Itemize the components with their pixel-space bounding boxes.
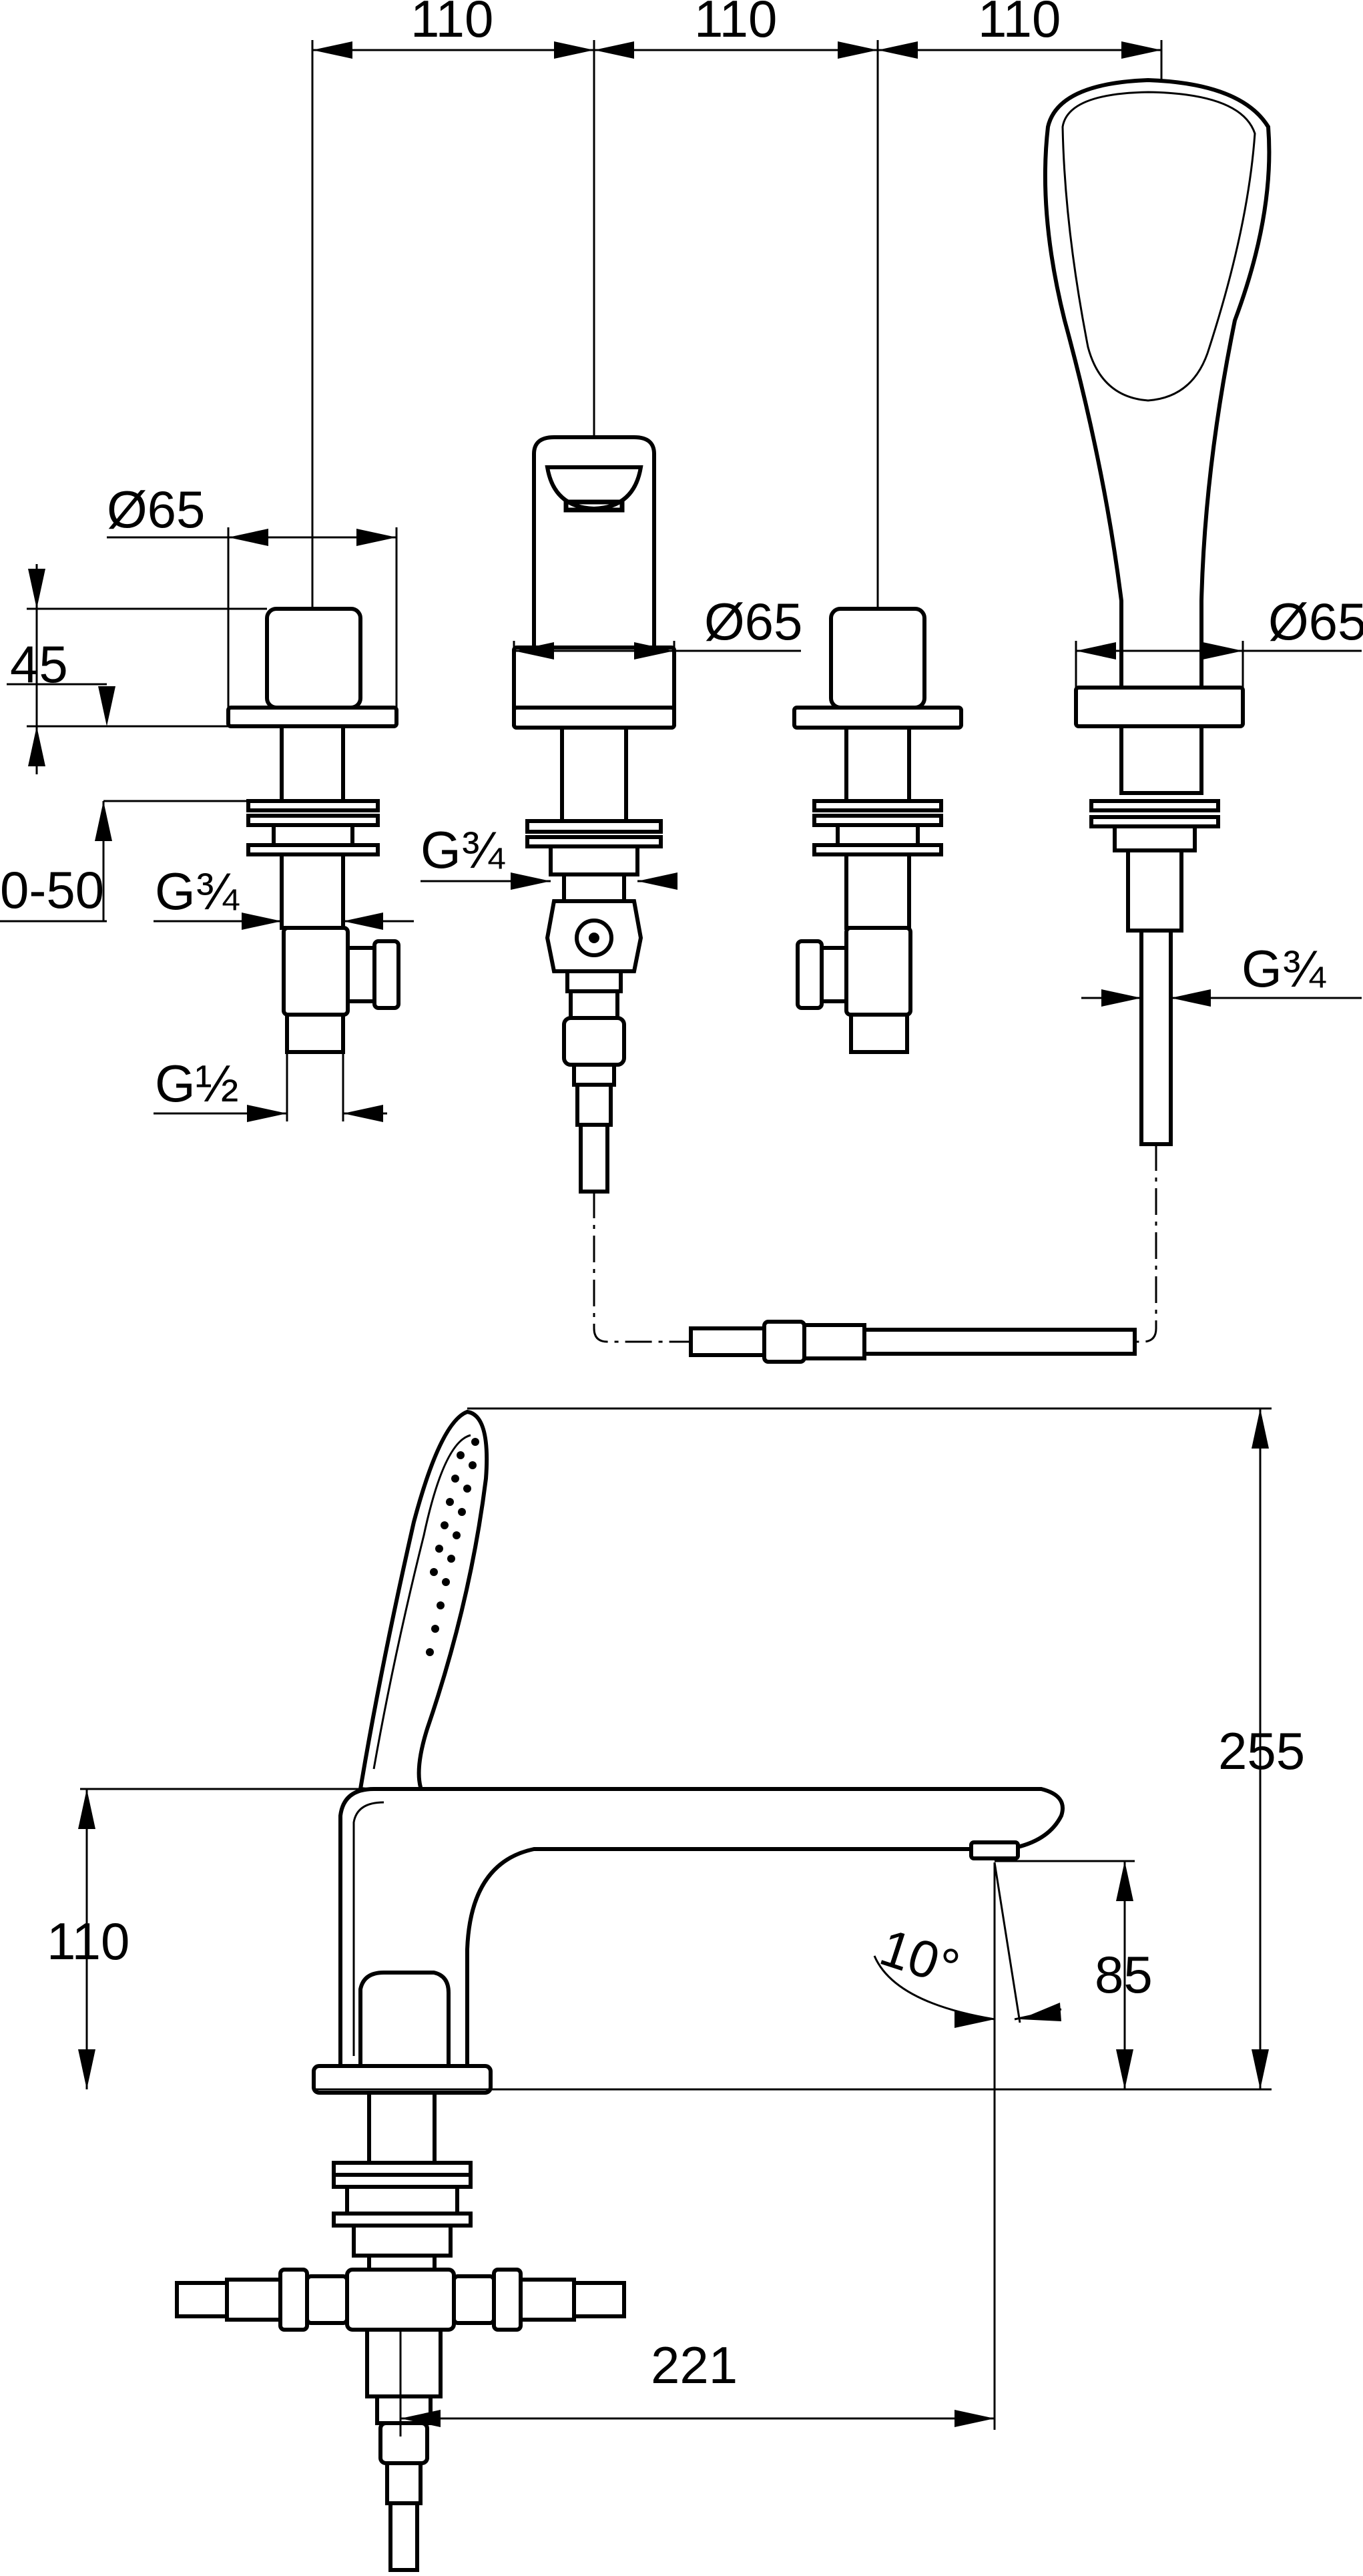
left-valve-assembly: [226, 607, 400, 1054]
hand-shower-dimensions: Ø65 G¾: [1075, 592, 1363, 1007]
dim-deck-thickness: 0-50: [0, 860, 104, 919]
dim-thread-spout: G¾: [421, 820, 505, 879]
dim-total-height: 255: [1218, 1722, 1305, 1780]
dim-spacing-1: 110: [411, 0, 493, 48]
dim-thread-left-lower: G½: [155, 1054, 239, 1113]
side-view-assembly: [175, 1409, 1065, 2572]
dim-outlet-height: 85: [1095, 1945, 1153, 2004]
dim-diameter-left: Ø65: [107, 480, 205, 539]
dim-spout-angle: 10°: [873, 1917, 966, 1997]
spout-assembly: [512, 435, 676, 1194]
dim-diameter-spout: Ø65: [704, 592, 802, 651]
dim-height-handle: 45: [10, 635, 68, 694]
hand-shower-assembly: [1043, 77, 1272, 1146]
dim-thread-left-upper: G¾: [155, 862, 240, 921]
shower-nozzles: [426, 1438, 479, 1656]
dim-spout-height: 110: [47, 1912, 129, 1971]
top-spacing-dimensions: 110 110 110: [311, 0, 1163, 741]
left-valve-dimensions: Ø65 45 0-50 G¾ G½: [0, 480, 414, 1122]
shower-hose: [593, 1144, 1157, 1364]
dim-diameter-shower: Ø65: [1268, 592, 1363, 651]
dim-spacing-3: 110: [978, 0, 1061, 48]
dim-spacing-2: 110: [694, 0, 777, 48]
dim-projection: 221: [651, 2336, 738, 2394]
right-valve-assembly: [792, 607, 963, 1054]
spout-dimensions: Ø65 G¾: [421, 592, 802, 890]
dim-thread-shower: G¾: [1242, 939, 1326, 998]
